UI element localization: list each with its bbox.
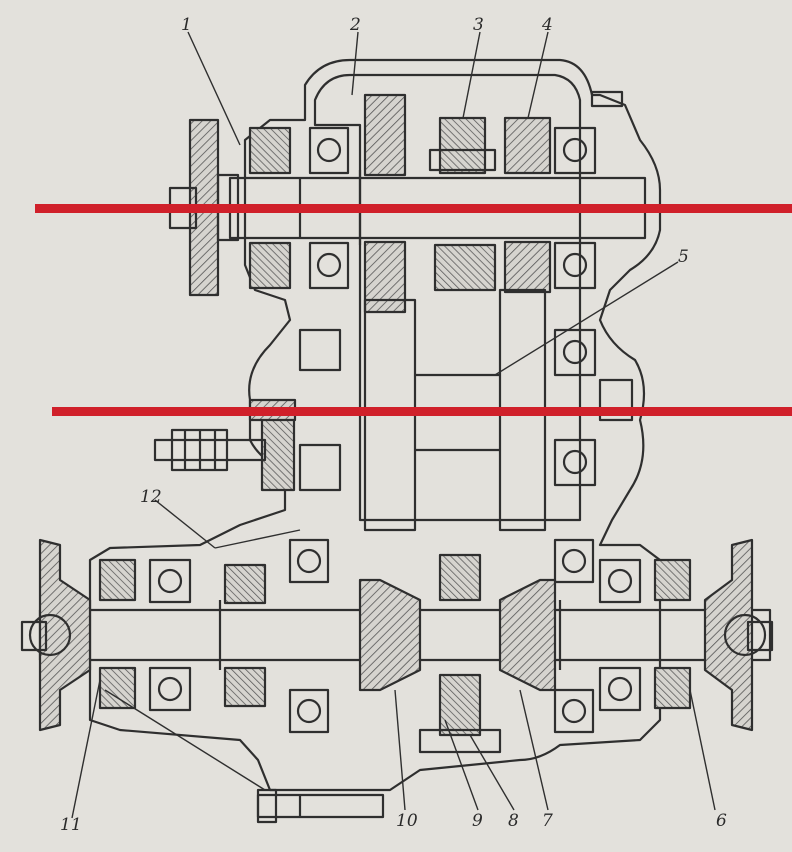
callout-6: 6 bbox=[716, 811, 727, 831]
side-stub-shaft bbox=[153, 438, 267, 462]
sliding-clutch-3 bbox=[438, 116, 487, 175]
callout-10: 10 bbox=[396, 811, 418, 831]
callout-4: 4 bbox=[541, 15, 553, 35]
callout-9: 9 bbox=[472, 811, 483, 831]
lower-right-bearing bbox=[598, 558, 642, 604]
callout-12: 12 bbox=[140, 487, 162, 507]
callout-7: 7 bbox=[542, 811, 553, 831]
left-output-flange bbox=[38, 538, 92, 732]
red-highlight-line-upper bbox=[35, 204, 792, 213]
red-highlight-line-lower bbox=[52, 407, 792, 416]
callout-1: 1 bbox=[181, 15, 192, 35]
leader-lines bbox=[71, 31, 716, 819]
callout-5: 5 bbox=[678, 247, 689, 267]
upper-left-bearing bbox=[308, 126, 350, 175]
callout-3: 3 bbox=[473, 15, 484, 35]
pinion-gear-8 bbox=[438, 673, 482, 737]
lower-left-bearing bbox=[148, 558, 192, 604]
upper-right-bearing bbox=[553, 126, 597, 175]
lower-left-seal bbox=[98, 558, 137, 602]
middle-right-bearing bbox=[553, 328, 597, 377]
pinion-gear-9 bbox=[438, 553, 482, 602]
right-output-flange bbox=[703, 538, 754, 732]
inner-wall bbox=[313, 73, 582, 522]
bevel-gear-10 bbox=[358, 578, 422, 692]
bevel-gear-7 bbox=[498, 578, 557, 692]
callout-2: 2 bbox=[349, 15, 361, 35]
brake-drum-seal bbox=[260, 408, 296, 492]
middle-left-bearing bbox=[298, 328, 342, 372]
callout-8: 8 bbox=[508, 811, 519, 831]
lower-right-seal bbox=[653, 558, 692, 602]
callout-11: 11 bbox=[60, 815, 82, 835]
upper-gear-4 bbox=[503, 116, 552, 175]
upper-left-seal bbox=[248, 126, 292, 175]
upper-gear-2 bbox=[363, 93, 407, 177]
